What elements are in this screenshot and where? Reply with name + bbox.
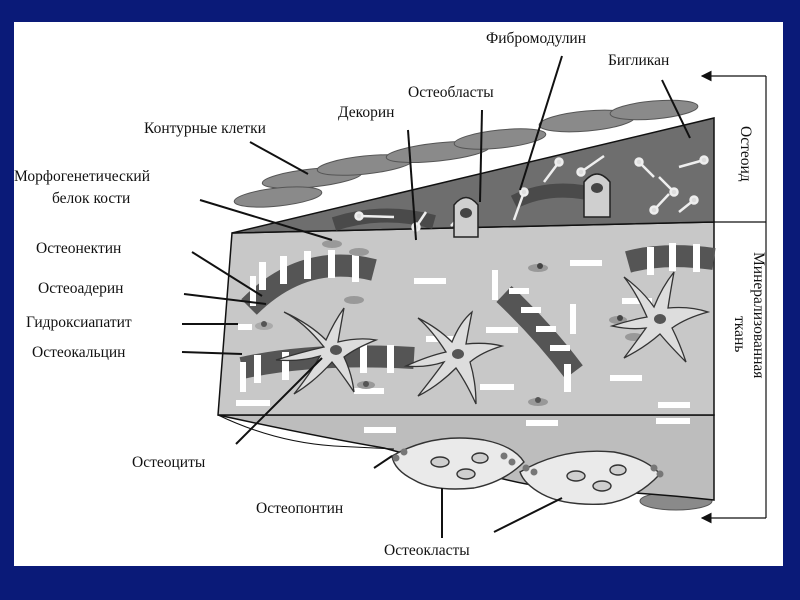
slide: Фибромодулин Бигликан Остеобласты Декори… bbox=[14, 22, 783, 566]
leader-lines bbox=[181, 55, 691, 538]
osteoblast-cells bbox=[453, 173, 611, 238]
label-osteoid: Остеоид bbox=[737, 126, 754, 182]
label-osteonectin: Остеонектин bbox=[36, 240, 122, 257]
label-osteoclasts: Остеокласты bbox=[384, 542, 470, 559]
osteocyte-nuclei bbox=[330, 314, 666, 359]
layer-brackets bbox=[700, 70, 767, 524]
label-hydroxyapatite: Гидроксиапатит bbox=[26, 314, 132, 331]
label-osteopontin: Остеопонтин bbox=[256, 500, 344, 517]
label-decorin: Декорин bbox=[338, 104, 395, 121]
label-bmp-line2: белок кости bbox=[52, 190, 131, 207]
label-lining-cells: Контурные клетки bbox=[144, 120, 266, 137]
label-osteoadherin: Остеоадерин bbox=[38, 280, 124, 297]
hydroxyapatite-crystals bbox=[236, 260, 692, 433]
label-mineralized-line1: Минерализованная bbox=[750, 252, 767, 379]
protein-particles bbox=[255, 240, 643, 406]
osteoclast-cells bbox=[391, 437, 661, 505]
label-biglycan: Бигликан bbox=[608, 52, 670, 69]
label-osteoblasts: Остеобласты bbox=[408, 84, 494, 101]
bone-tissue-diagram bbox=[181, 55, 767, 538]
label-mineralized-line2: ткань bbox=[731, 316, 748, 353]
label-bmp-line1: Морфогенетический bbox=[14, 168, 151, 185]
collagen-band-stripes bbox=[254, 243, 700, 392]
label-fibromodulin: Фибромодулин bbox=[486, 30, 587, 47]
label-osteocalcin: Остеокальцин bbox=[32, 344, 126, 361]
label-osteocytes: Остеоциты bbox=[132, 454, 206, 471]
osteopontin-dots bbox=[392, 448, 664, 478]
